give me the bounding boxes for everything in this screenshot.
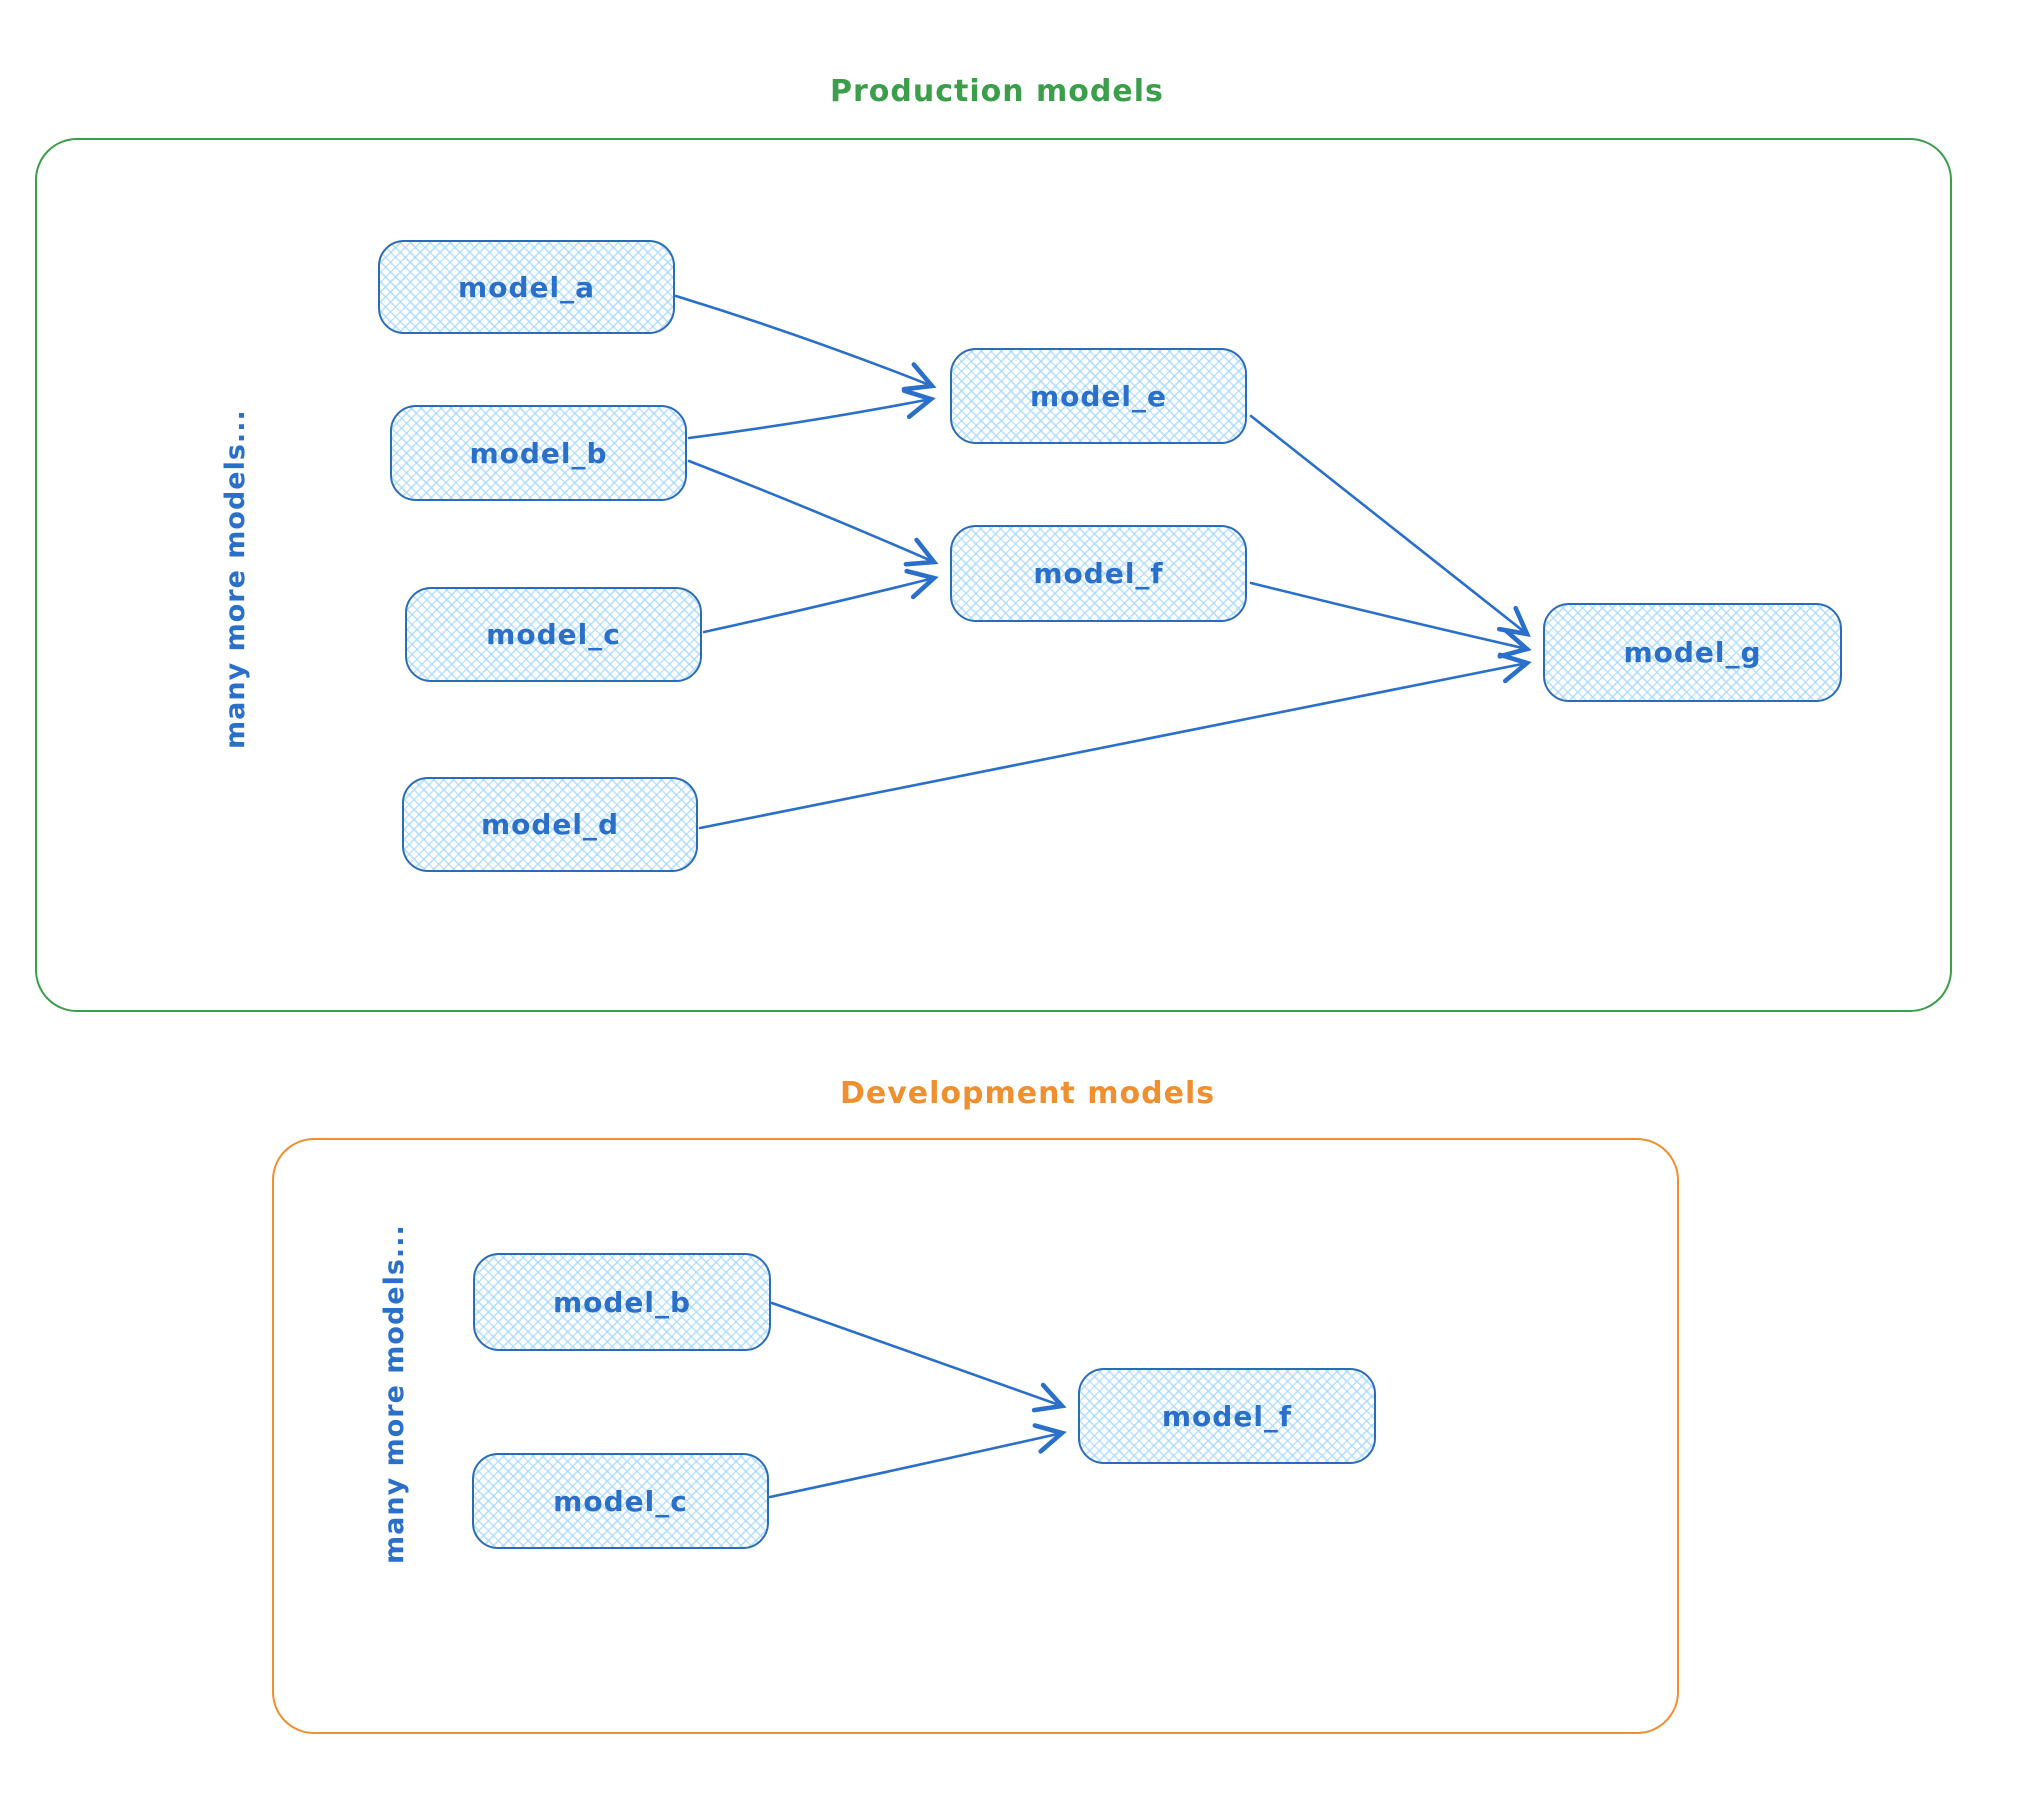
node-production-model-d: model_d [402,777,698,872]
node-production-model-e: model_e [950,348,1247,444]
node-production-model-g: model_g [1543,603,1842,702]
development-side-label: many more models... [379,1224,410,1564]
production-side-label: many more models... [220,409,251,749]
node-label: model_c [486,618,621,651]
node-label: model_f [1161,1399,1293,1433]
production-title: Production models [830,74,1164,109]
node-production-model-f: model_f [950,525,1247,622]
development-title: Development models [840,1076,1216,1111]
node-label: model_b [552,1285,692,1319]
node-production-model-a: model_a [378,240,675,334]
node-label: model_d [480,808,620,841]
development-frame [272,1138,1679,1734]
node-production-model-b: model_b [390,405,687,501]
node-label: model_g [1623,636,1762,669]
node-development-model-f: model_f [1078,1368,1376,1464]
node-label: model_c [553,1484,688,1518]
node-label: model_a [458,270,595,304]
node-production-model-c: model_c [405,587,702,682]
production-frame [35,138,1952,1012]
node-label: model_e [1029,379,1168,413]
node-development-model-c: model_c [472,1453,769,1549]
node-label: model_f [1033,557,1164,590]
node-label: model_b [469,436,608,470]
node-development-model-b: model_b [473,1253,771,1351]
